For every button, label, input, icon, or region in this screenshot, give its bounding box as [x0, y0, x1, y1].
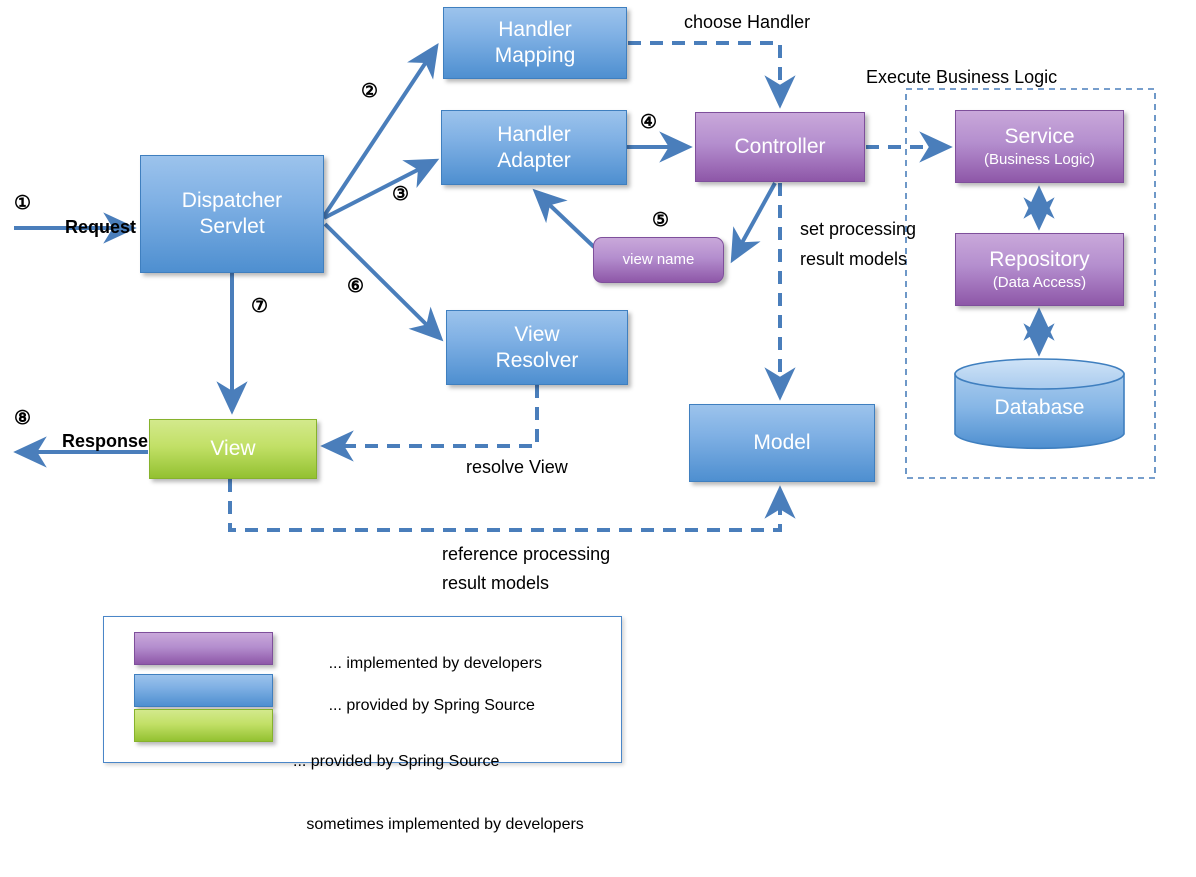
label-set-processing: set processing [800, 219, 917, 239]
view-name-label: view name [622, 251, 695, 268]
node-view[interactable]: View [149, 419, 317, 479]
view-label: View [210, 437, 256, 460]
repository-label: Repository [989, 248, 1090, 271]
legend-swatch-purple [134, 632, 273, 665]
step-number-4: ④ [640, 112, 658, 133]
model-label: Model [753, 431, 811, 454]
node-view-name[interactable]: view name [593, 237, 724, 283]
dispatcher-servlet-line2: Servlet [199, 215, 265, 238]
label-reference-result-models: result models [442, 573, 550, 593]
arrow-2-handler-mapping [322, 42, 439, 218]
service-label: Service [1004, 125, 1075, 148]
legend-item-1: ... provided by Spring Source [134, 674, 535, 737]
label-reference-processing: reference processing [442, 544, 611, 564]
label-execute-business-logic: Execute Business Logic [866, 67, 1058, 87]
legend-swatch-blue [134, 674, 273, 707]
node-database[interactable]: Database [953, 358, 1126, 450]
node-view-resolver[interactable]: View Resolver [446, 310, 628, 385]
legend-box: ... implemented by developers ... provid… [103, 616, 622, 833]
node-repository[interactable]: Repository (Data Access) [955, 233, 1124, 306]
legend-label-2-line2: sometimes implemented by developers [293, 816, 584, 833]
diagram-canvas: Dispatcher Servlet Handler Mapping Handl… [13, 7, 1156, 833]
legend-swatch-green [134, 709, 273, 742]
legend-label-0: ... implemented by developers [293, 632, 542, 695]
dispatcher-servlet-line1: Dispatcher [181, 189, 283, 212]
label-set-result-models: result models [800, 249, 908, 269]
handler-adapter-line2: Adapter [497, 148, 571, 172]
step-number-5: ⑤ [652, 210, 670, 231]
arrow-5-viewname-to-adapter [532, 188, 596, 249]
controller-label: Controller [734, 135, 826, 158]
legend-label-0-line1: ... implemented by developers [328, 655, 543, 672]
legend-label-2-line1: ... provided by Spring Source [293, 753, 500, 770]
handler-adapter-line1: Handler [497, 122, 571, 146]
step-number-2: ② [361, 81, 379, 102]
legend-item-2: ... provided by Spring Source sometimes … [134, 709, 584, 877]
view-resolver-line2: Resolver [495, 348, 579, 372]
database-cylinder-icon [954, 358, 1125, 450]
arrow-choose-handler [628, 41, 796, 109]
arrow-3-handler-adapter [323, 158, 440, 220]
arrow-reference-processing-result-models [228, 479, 796, 532]
arrow-resolve-view [320, 385, 539, 462]
legend-label-1-line1: ... provided by Spring Source [328, 697, 535, 714]
step-number-7: ⑦ [251, 296, 269, 317]
label-resolve-view: resolve View [466, 457, 568, 477]
label-response-text: Response [62, 431, 149, 451]
legend-label-1: ... provided by Spring Source [293, 674, 535, 737]
label-request: Request [45, 194, 136, 260]
step-number-8: ⑧ [14, 408, 32, 429]
handler-mapping-line2: Mapping [494, 44, 576, 67]
arrow-6-view-resolver [323, 222, 444, 342]
view-resolver-line1: View [514, 322, 560, 346]
node-model[interactable]: Model [689, 404, 875, 482]
label-request-text: Request [65, 217, 137, 237]
node-handler-adapter[interactable]: Handler Adapter [441, 110, 627, 185]
node-dispatcher-servlet[interactable]: Dispatcher Servlet [140, 155, 324, 273]
legend-item-0: ... implemented by developers [134, 632, 542, 695]
label-response: Response [42, 408, 148, 474]
node-service[interactable]: Service (Business Logic) [955, 110, 1124, 183]
label-choose-handler: choose Handler [684, 12, 811, 32]
node-controller[interactable]: Controller [695, 112, 865, 182]
repository-sublabel: (Data Access) [992, 274, 1087, 291]
arrow-controller-to-viewname [730, 182, 777, 264]
service-sublabel: (Business Logic) [984, 151, 1095, 168]
database-label: Database [994, 396, 1085, 419]
step-number-3: ③ [392, 184, 410, 205]
node-handler-mapping[interactable]: Handler Mapping [443, 7, 627, 79]
legend-label-2: ... provided by Spring Source sometimes … [293, 709, 584, 877]
handler-mapping-line1: Handler [498, 18, 572, 41]
step-number-1: ① [14, 193, 32, 214]
step-number-6: ⑥ [347, 276, 365, 297]
